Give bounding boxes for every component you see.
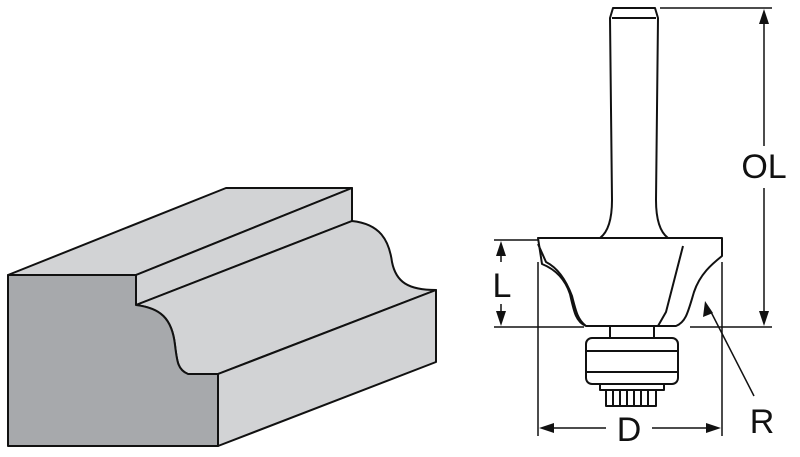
bit-bearing-screw <box>605 389 657 407</box>
l-arrow-top <box>496 241 506 256</box>
bit-shank <box>599 7 669 239</box>
label-radius: R <box>750 403 775 441</box>
dimension-lines <box>494 7 772 436</box>
bit-arbor <box>609 325 655 339</box>
router-bit <box>537 7 723 407</box>
label-overall-length: OL <box>741 148 786 186</box>
bit-cutter-body <box>537 237 723 327</box>
bit-cutting-edge <box>657 245 684 327</box>
label-diameter: D <box>617 411 642 449</box>
d-arrow-left <box>539 423 554 433</box>
workpiece <box>7 187 437 447</box>
r-leader-arrow <box>703 301 713 317</box>
ol-arrow-bottom <box>759 311 769 326</box>
bit-bearing <box>585 337 679 385</box>
ol-arrow-top <box>759 9 769 24</box>
l-arrow-bottom <box>496 311 506 326</box>
d-arrow-right <box>706 423 721 433</box>
bit-flute-line <box>537 243 587 327</box>
workpiece-front-face <box>7 274 219 447</box>
label-cutting-length: L <box>493 267 512 305</box>
r-leader-line <box>709 309 755 397</box>
